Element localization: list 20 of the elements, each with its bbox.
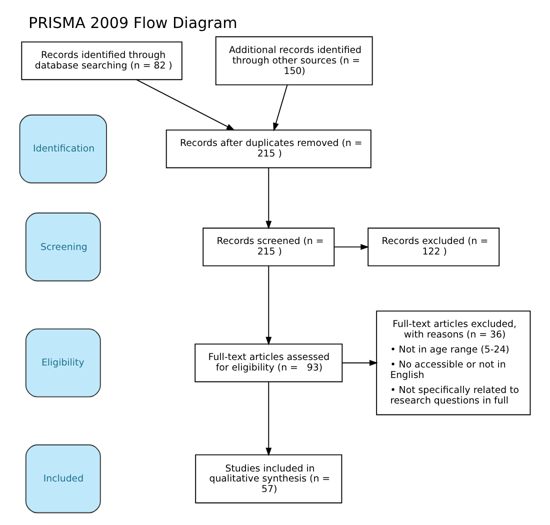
node-box: Records identified through database searching (n = 82 ) [21, 41, 182, 80]
node-box: Eligibility [25, 328, 101, 398]
node-box: Records screened (n = 215 ) [202, 228, 335, 266]
arrow [273, 84, 288, 132]
node-box: Additional records identified through other sources (n = 150) [215, 36, 373, 86]
node-box: Screening [25, 212, 101, 282]
arrow [342, 360, 378, 366]
arrow [266, 265, 272, 346]
arrow [334, 244, 370, 250]
node-box: Records excluded (n = 122 ) [368, 228, 500, 266]
node-box: Identification [19, 114, 107, 184]
arrow [266, 167, 272, 230]
diagram-title: PRISMA 2009 Flow Diagram [28, 14, 238, 32]
node-box: Included [25, 444, 101, 514]
arrow [266, 381, 272, 456]
arrow [136, 79, 235, 131]
node-box: Records after duplicates removed (n = 215 ) [166, 130, 372, 168]
node-box: Studies included in qualitative synthesis (n = 57) [195, 454, 342, 504]
node-box: Full-text articles excluded, with reasons (n = 36) • Not in age range (5-24) • No accessible or not in English • Not specifically related to research questions in full [376, 310, 531, 416]
node-box: Full-text articles assessed for eligibility (n = 93) [194, 344, 343, 382]
